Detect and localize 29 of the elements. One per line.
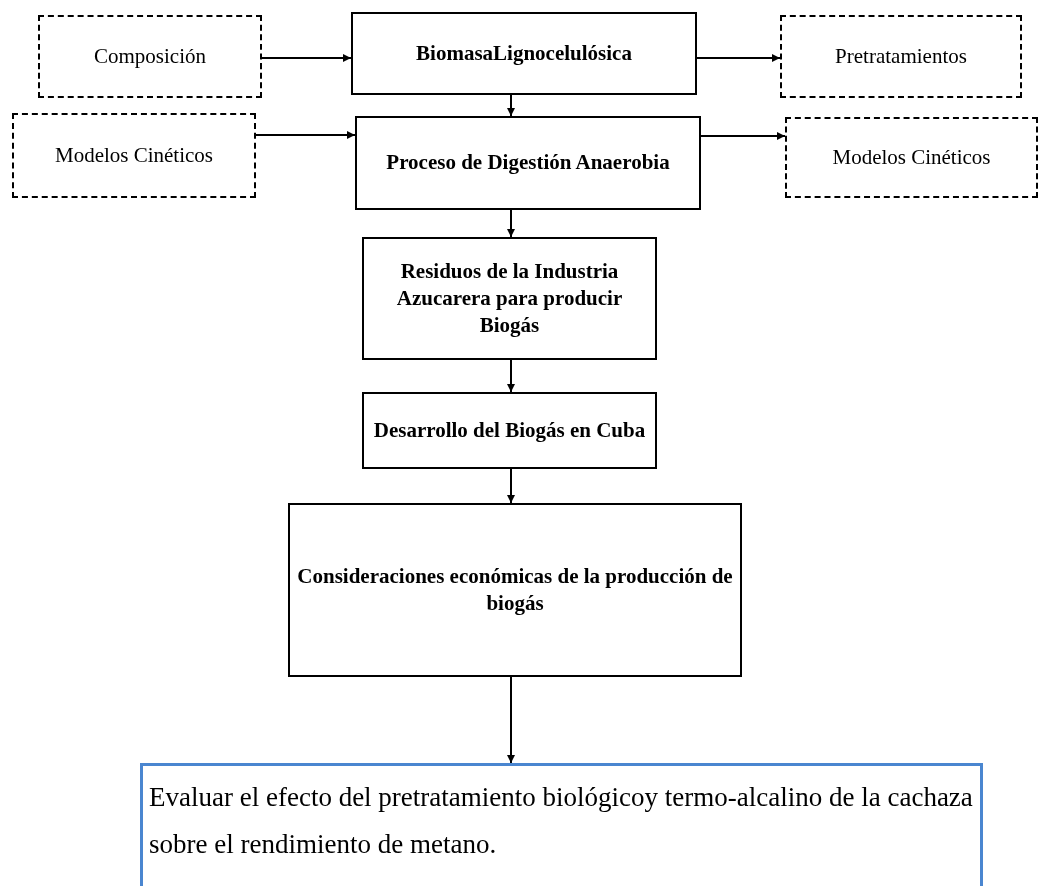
process-box	[351, 12, 697, 95]
node-text: Consideraciones económicas de la producción de biogás	[296, 562, 734, 617]
node-text: Modelos Cinéticos	[54, 141, 214, 169]
process-box	[362, 392, 657, 469]
arrow	[507, 676, 515, 764]
arrow	[507, 94, 515, 117]
arrow	[700, 132, 786, 140]
dashed-box	[785, 117, 1038, 198]
process-box	[355, 116, 701, 210]
node-text: Proceso de Digestión Anaerobia	[386, 149, 670, 177]
node-text: BiomasaLignocelulósica	[416, 39, 632, 67]
process-box	[288, 503, 742, 677]
dashed-box	[38, 15, 262, 98]
arrow	[255, 131, 356, 139]
arrow	[507, 359, 515, 393]
arrow	[507, 468, 515, 504]
arrow	[507, 209, 515, 238]
arrow	[261, 54, 352, 62]
node-text: Composición	[94, 42, 206, 70]
node-text: Residuos de la Industria Azucarera para producir Biogás	[395, 257, 624, 340]
arrow	[696, 54, 781, 62]
objective-box	[140, 763, 983, 886]
dashed-box	[12, 113, 256, 198]
node-text: Modelos Cinéticos	[832, 143, 991, 171]
node-text: Desarrollo del Biogás en Cuba	[373, 416, 646, 444]
node-text: Evaluar el efecto del pretratamiento biológicoy termo-alcalino de la cachaza sobre el rendimiento de metano.	[149, 781, 974, 862]
dashed-box	[780, 15, 1022, 98]
node-text: Pretratamientos	[835, 42, 967, 70]
process-box	[362, 237, 657, 360]
